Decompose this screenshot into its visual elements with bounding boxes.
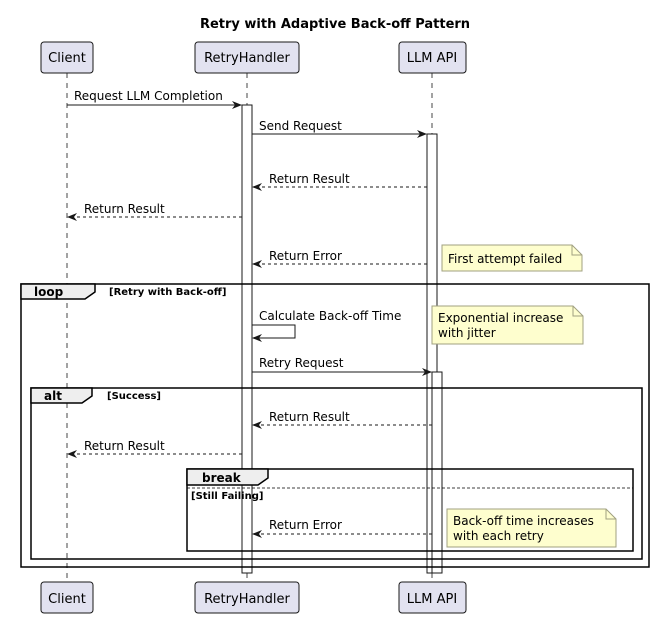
participant-label: RetryHandler [204,51,290,66]
participant-llm-api-top: LLM API [398,41,467,74]
message-label: Return Result [84,202,165,216]
message-label: Request LLM Completion [74,89,223,103]
participant-llm-api-bottom: LLM API [398,581,467,614]
fragment-condition: [Still Failing] [191,491,263,502]
message-label: Calculate Back-off Time [259,309,401,323]
fragment-keyword: break [202,471,242,485]
message-return-result: Return Result [252,172,427,191]
message-label: Retry Request [259,356,344,370]
message-return-error-retry: Return Error [252,518,432,538]
participant-label: RetryHandler [204,592,290,607]
note-text: Back-off time increases [453,514,594,528]
fragment-keyword: loop [34,285,64,299]
message-return-result-client: Return Result [67,202,242,221]
fragment-condition: [Success] [107,391,161,402]
fragment-loop: loop [Retry with Back-off] [20,283,650,568]
message-calculate-backoff-time: Calculate Back-off Time [252,309,401,342]
message-retry-request: Retry Request [252,356,432,376]
participant-label: LLM API [407,592,457,607]
participant-label: LLM API [407,51,457,66]
participant-retryhandler-top: RetryHandler [194,41,300,74]
message-label: Return Result [84,439,165,453]
diagram-title: Retry with Adaptive Back-off Pattern [200,17,470,32]
fragment-alt: alt [Success] [30,387,643,560]
note-exponential-increase: Exponential increase with jitter [431,305,584,345]
participant-label: Client [48,592,86,607]
message-return-result-retry: Return Result [252,410,432,429]
fragment-break: break [Still Failing] [186,468,634,552]
participant-retryhandler-bottom: RetryHandler [194,581,300,614]
message-return-error: Return Error [252,249,427,268]
message-return-result-client-retry: Return Result [67,439,242,458]
participant-client-top: Client [40,41,94,74]
note-text: Exponential increase [438,311,563,325]
message-label: Return Result [269,410,350,424]
message-label: Return Error [269,518,342,532]
message-send-request: Send Request [252,119,427,138]
fragment-keyword: alt [44,389,62,403]
note-first-attempt-failed: First attempt failed [441,244,583,272]
activation-retryhandler-outer [241,104,253,574]
message-label: Return Result [269,172,350,186]
fragment-condition: [Retry with Back-off] [109,287,226,298]
note-text: First attempt failed [448,252,562,266]
note-backoff-time-increases: Back-off time increases with each retry [446,508,617,548]
message-request-llm-completion: Request LLM Completion [67,89,242,109]
note-text: with jitter [438,326,496,340]
note-text: with each retry [453,529,544,543]
activation-llm-api-retry [431,371,443,574]
participant-client-bottom: Client [40,581,94,614]
message-label: Send Request [259,119,342,133]
participant-label: Client [48,51,86,66]
message-label: Return Error [269,249,342,263]
